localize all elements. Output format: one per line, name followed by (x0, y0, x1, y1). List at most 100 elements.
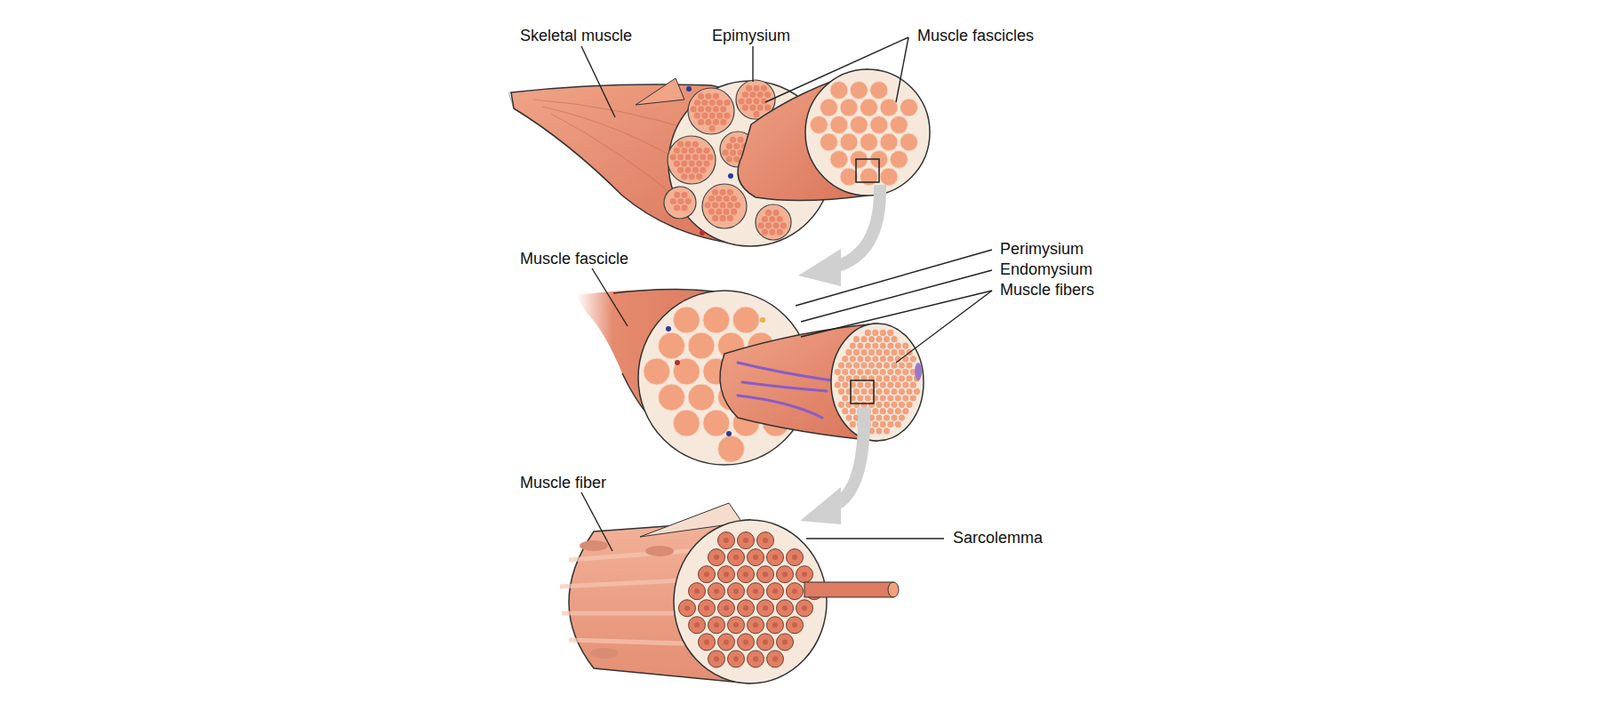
fiber-dot (677, 198, 684, 205)
fiber-dot (757, 91, 764, 98)
myofibril-dot (849, 343, 856, 350)
leader-line (752, 46, 753, 82)
myofilament-dot (772, 588, 778, 594)
myofibril-dot (883, 349, 890, 356)
fascicle-end (805, 69, 930, 196)
leader-line (581, 492, 613, 552)
myofibril-dot (864, 329, 872, 336)
myofibril-dot (880, 343, 887, 350)
myofibril-dot (910, 394, 917, 401)
myofilament-dot (694, 622, 700, 628)
myofilament-dot (762, 571, 768, 577)
fiber-dot (696, 160, 703, 168)
myofibril-circle (728, 549, 745, 567)
myofibril-circle (757, 566, 775, 584)
fiber-circle (643, 358, 671, 385)
fiber-dot (703, 147, 710, 154)
myofibril-dot (845, 349, 852, 356)
fiber-dot (715, 195, 722, 202)
myofilament-dot (772, 554, 778, 560)
myofibril-circle (737, 532, 755, 550)
myofibril-dot (845, 362, 852, 369)
fiber-dot (776, 229, 784, 236)
myofibril-dot (880, 421, 887, 428)
myofibril-dot (834, 368, 841, 376)
myofilament-dot (782, 639, 788, 645)
myofilament-dot (752, 554, 759, 560)
fiber-dot (703, 160, 710, 168)
fiber-dot (692, 153, 699, 160)
myofibril-circle (786, 583, 804, 600)
vessel-dot (728, 173, 734, 179)
muscle-fascicle-drawing (576, 288, 924, 465)
myofibril-dot (838, 362, 845, 369)
myofibril-dot (864, 355, 872, 362)
fiber-dot (677, 153, 684, 160)
fiber-dot (722, 149, 729, 156)
fiber-dot (780, 222, 787, 229)
fiber-dot (761, 229, 768, 236)
myofibril-circle (698, 566, 716, 584)
fiber-dot (685, 198, 692, 205)
fiber-nucleus (590, 648, 619, 659)
myofibril-dot (905, 388, 912, 395)
fiber-dot (709, 112, 716, 120)
myofibril-dots (834, 329, 920, 435)
fiber-bundle (900, 133, 919, 152)
myofibril-dot (890, 401, 897, 408)
myofibril-circle (767, 583, 784, 600)
fiber-bundle (830, 116, 848, 135)
myofibril-dot (838, 375, 845, 382)
myofibril-dot (849, 368, 856, 376)
myofibril-dot (898, 375, 905, 382)
fascicle-cylinder (737, 69, 868, 201)
myofibril-dot (849, 408, 856, 415)
fiber-circle (658, 332, 686, 360)
myofilament-dot (743, 571, 749, 577)
fiber-dot (704, 105, 712, 112)
fiber-dot (752, 111, 760, 118)
myofibril-dot (887, 394, 894, 401)
nucleus (914, 362, 922, 381)
vessel-dot (665, 326, 672, 332)
myofibril-circle (708, 650, 726, 668)
fiber-circle (672, 358, 700, 385)
fiber-dot (749, 91, 756, 98)
myofilament-dot (752, 656, 759, 662)
myofibril-circle (708, 616, 726, 634)
myofibril-dot (895, 408, 902, 415)
fiber-dot (701, 99, 708, 106)
myofibril-dot (853, 401, 860, 408)
fiber-dot (745, 85, 752, 92)
myofilament-dot (723, 605, 729, 611)
fiber-dot (673, 160, 680, 168)
fiber-circle (688, 332, 715, 360)
fiber-dot (733, 156, 740, 163)
fiber-dot (765, 209, 772, 216)
fiber-dot (670, 153, 677, 160)
myofilament-dot (762, 639, 768, 645)
fiber-dot (680, 204, 688, 211)
fiber-dot (723, 208, 730, 216)
myofibril-rod (804, 582, 894, 598)
fiber-dot (709, 125, 716, 132)
myofibril-dot (902, 368, 909, 376)
myofilament-dot (782, 571, 788, 577)
myofibril-dot (841, 394, 848, 401)
myofibril-dot (860, 336, 867, 343)
myofilament-dot (723, 571, 729, 577)
myofilament-dot (713, 622, 720, 628)
myofibril-dot (905, 362, 912, 369)
fiber-dot (757, 104, 764, 112)
myofibril-dot (868, 336, 875, 343)
myofibril-dot (890, 388, 897, 395)
fiber-dot (696, 173, 703, 180)
myofilament-dot (694, 588, 700, 594)
fiber-circle (658, 384, 686, 411)
myofibril-dot (864, 394, 872, 401)
fiber-bundle (880, 98, 898, 117)
fiber-dot (727, 201, 734, 208)
fiber-dot (726, 156, 733, 163)
myofibril-circle (688, 616, 706, 634)
fiber-dot (760, 97, 768, 104)
